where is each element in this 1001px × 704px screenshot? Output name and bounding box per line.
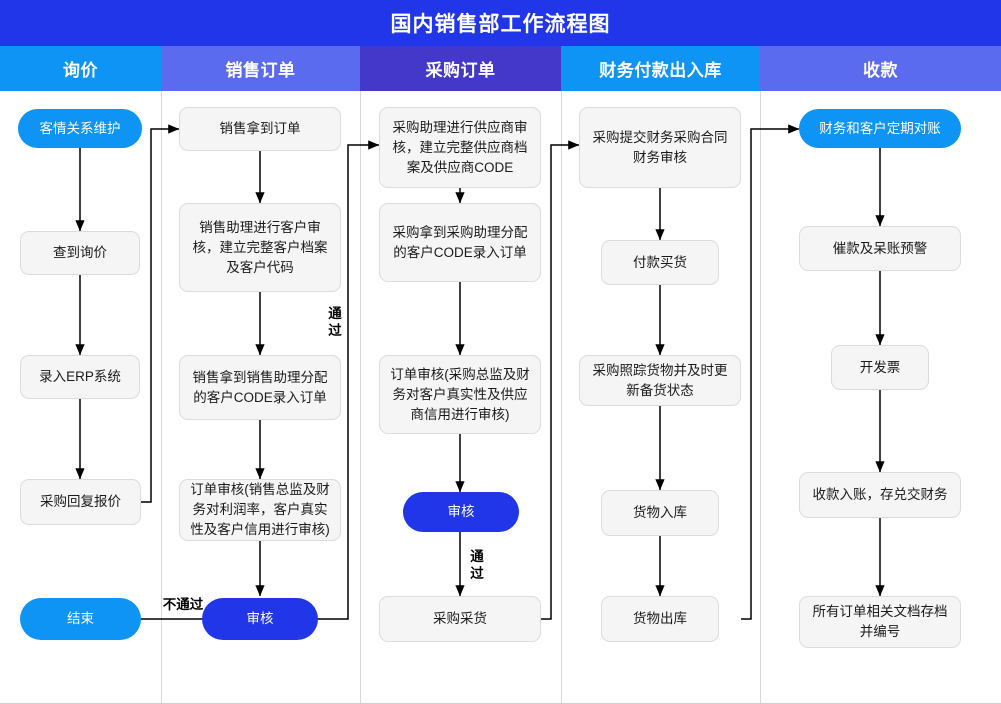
node-sales-assistant-customer-audit[interactable]: 销售助理进行客户审核，建立完整客户档案及客户代码 xyxy=(179,203,341,292)
node-sales-receive-order[interactable]: 销售拿到订单 xyxy=(179,107,341,151)
node-dunning-bad-debt-alert[interactable]: 催款及呆账预警 xyxy=(799,226,961,271)
lane-header-finance: 财务付款出入库 xyxy=(561,46,760,91)
node-found-inquiry[interactable]: 查到询价 xyxy=(20,231,140,275)
node-purchase-enter-order-with-code[interactable]: 采购拿到采购助理分配的客户CODE录入订单 xyxy=(379,203,541,282)
node-purchase-assistant-supplier-audit[interactable]: 采购助理进行供应商审核，建立完整供应商档案及供应商CODE xyxy=(379,107,541,188)
lane-header-receipt: 收款 xyxy=(760,46,1001,91)
node-customer-relationship[interactable]: 客情关系维护 xyxy=(18,109,142,148)
node-sales-order-review[interactable]: 订单审核(销售总监及财务对利润率，客户真实性及客户信用进行审核) xyxy=(179,479,341,541)
diagram-title: 国内销售部工作流程图 xyxy=(0,0,1001,46)
edge-label-pass-purchase: 通 过 xyxy=(470,549,484,581)
lane-divider-4 xyxy=(760,91,761,704)
lane-divider-2 xyxy=(360,91,361,704)
edge-label-fail-sales: 不通过 xyxy=(162,597,204,612)
lane-header-purchase: 采购订单 xyxy=(360,46,561,91)
node-sales-approval[interactable]: 审核 xyxy=(202,598,318,640)
node-pay-and-buy[interactable]: 付款买货 xyxy=(601,240,719,285)
node-track-goods-update-status[interactable]: 采购照踪货物并及时更新备货状态 xyxy=(579,355,741,406)
node-end[interactable]: 结束 xyxy=(20,598,141,640)
node-submit-contract-finance-review[interactable]: 采购提交财务采购合同财务审核 xyxy=(579,107,741,188)
node-goods-outbound[interactable]: 货物出库 xyxy=(601,596,719,642)
node-periodic-reconciliation[interactable]: 财务和客户定期对账 xyxy=(799,109,961,148)
node-purchase-quote-reply[interactable]: 采购回复报价 xyxy=(20,479,141,525)
edge-label-pass-sales: 通 过 xyxy=(328,306,342,338)
node-purchase-buy-goods[interactable]: 采购采货 xyxy=(379,596,541,642)
node-purchase-approval[interactable]: 审核 xyxy=(403,492,519,532)
node-purchase-order-review[interactable]: 订单审核(采购总监及财务对客户真实性及供应商信用进行审核) xyxy=(379,355,541,434)
lane-header-sales: 销售订单 xyxy=(161,46,360,91)
node-archive-documents[interactable]: 所有订单相关文档存档并编号 xyxy=(799,596,961,648)
node-issue-invoice[interactable]: 开发票 xyxy=(831,345,929,390)
node-receipt-to-finance[interactable]: 收款入账，存兑交财务 xyxy=(799,472,961,518)
node-goods-inbound[interactable]: 货物入库 xyxy=(601,490,719,536)
lane-divider-3 xyxy=(561,91,562,704)
lane-header-inquiry: 询价 xyxy=(0,46,161,91)
node-enter-erp[interactable]: 录入ERP系统 xyxy=(20,355,140,399)
node-sales-enter-order-with-code[interactable]: 销售拿到销售助理分配的客户CODE录入订单 xyxy=(179,355,341,420)
